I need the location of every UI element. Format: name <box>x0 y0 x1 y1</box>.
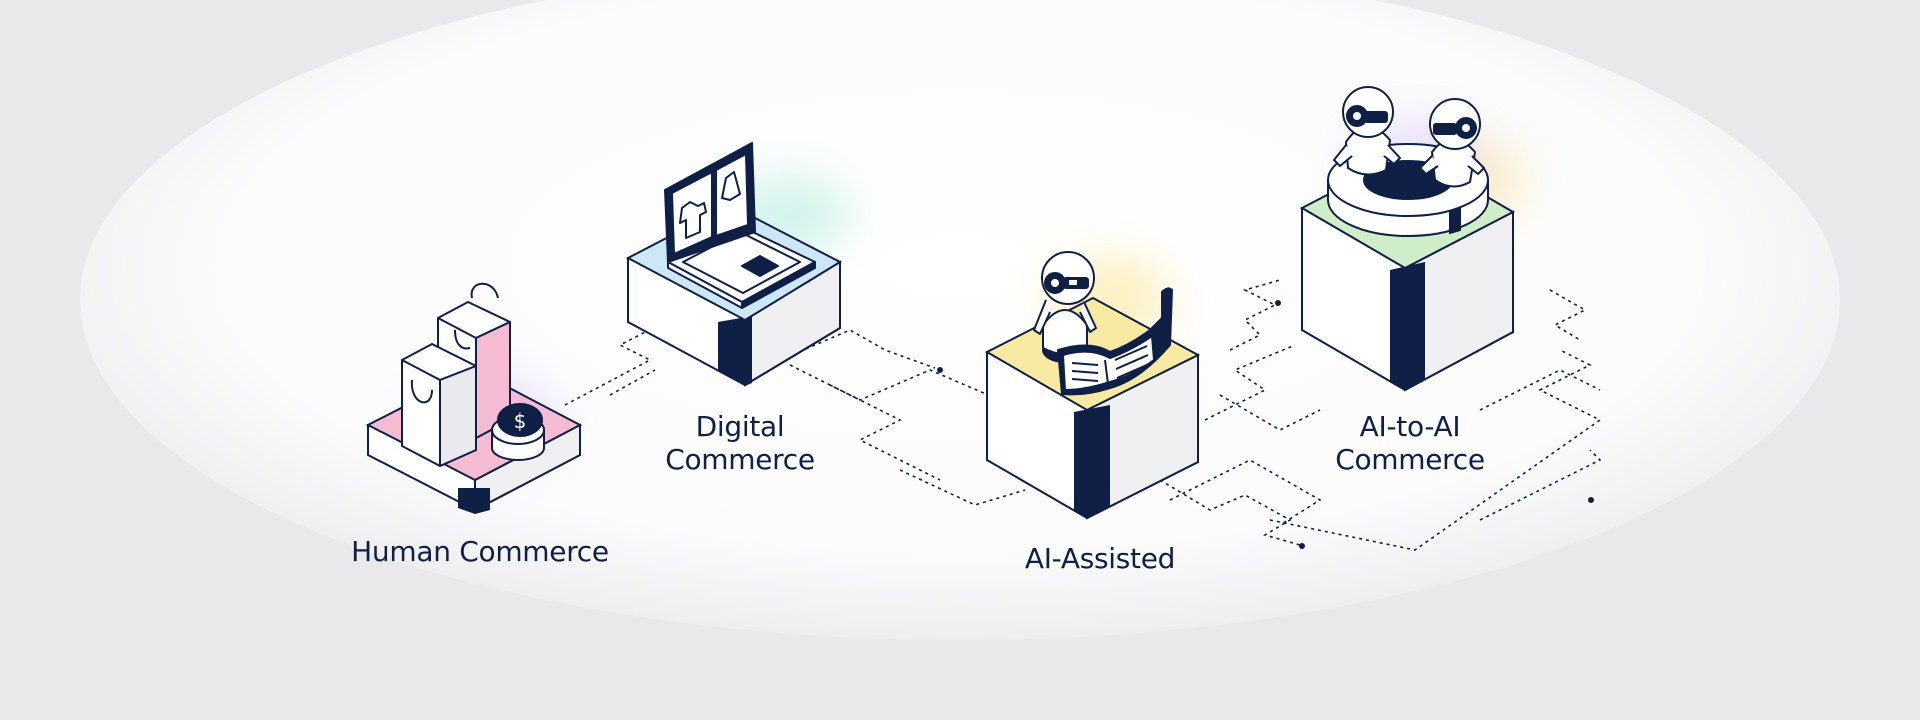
connector-endpoint-dots <box>937 300 1594 549</box>
laptop-icon <box>664 142 816 309</box>
digital-commerce-label-line-2: Commerce <box>665 443 815 476</box>
ai-to-ai-label-line-1: AI-to-AI <box>1359 410 1461 443</box>
digital-commerce-label: Digital Commerce <box>615 410 865 476</box>
ai-to-ai-commerce-stage <box>1299 86 1530 392</box>
ai-to-ai-commerce-label: AI-to-AI Commerce <box>1290 410 1530 476</box>
svg-text:$: $ <box>514 409 527 433</box>
robot-right-icon <box>1419 98 1485 188</box>
digital-commerce-label-line-1: Digital <box>695 410 785 443</box>
human-commerce-label: Human Commerce <box>351 535 609 568</box>
robot-icon <box>1033 251 1097 363</box>
dotted-connector-lines <box>564 279 1602 551</box>
dollar-coin-icon: $ <box>491 403 545 461</box>
robot-left-icon <box>1333 86 1401 176</box>
ai-to-ai-label-line-2: Commerce <box>1335 443 1485 476</box>
curved-screen-icon <box>1057 287 1173 396</box>
ai-assisted-stage <box>984 251 1201 520</box>
ai-assisted-label: AI-Assisted <box>1024 542 1176 575</box>
shopping-bags-icon <box>401 282 511 467</box>
human-commerce-stage: $ <box>365 282 583 514</box>
digital-commerce-stage <box>625 142 850 387</box>
